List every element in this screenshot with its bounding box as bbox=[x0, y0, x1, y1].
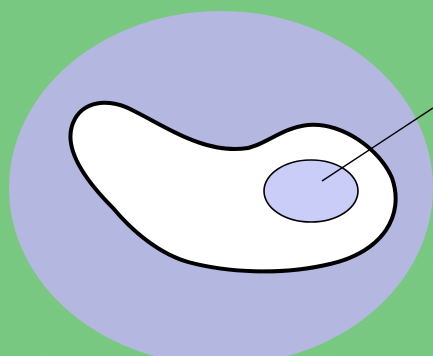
inner-region-ellipse bbox=[264, 160, 358, 222]
